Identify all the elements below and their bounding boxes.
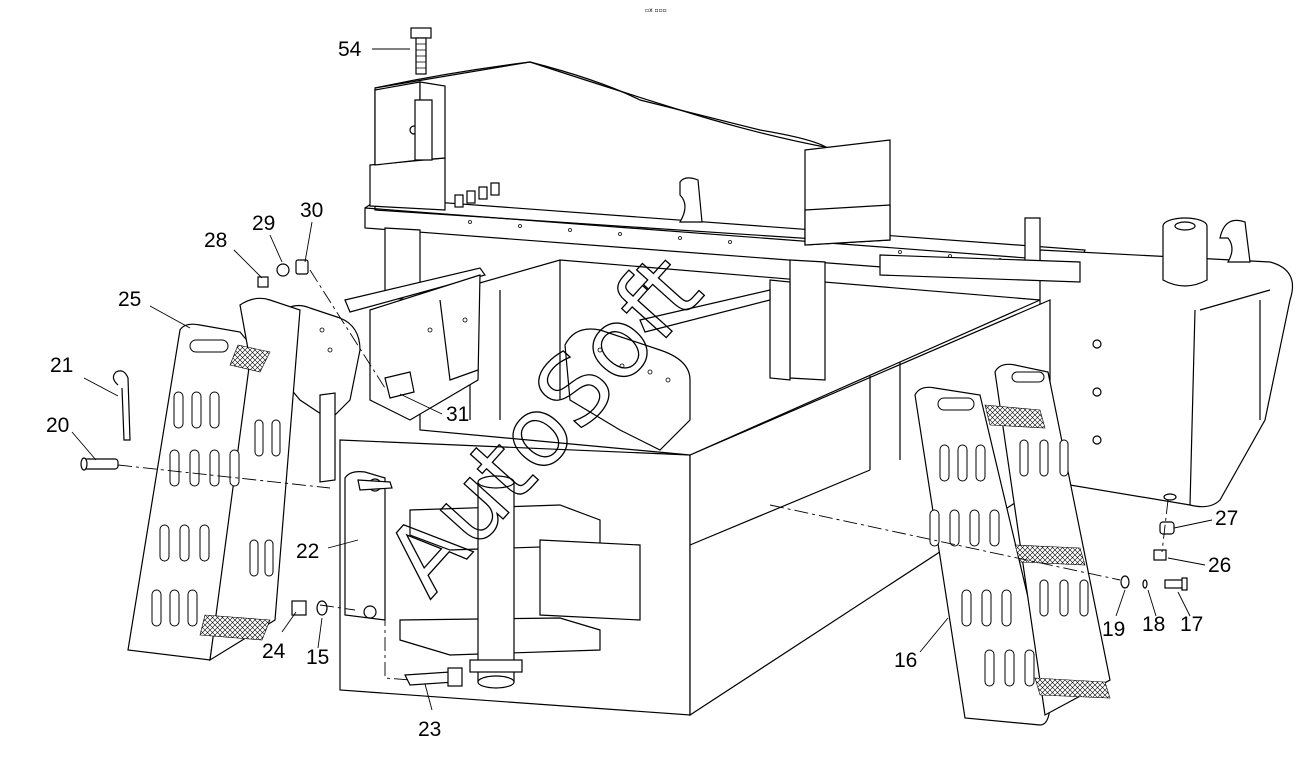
left-step	[127, 297, 336, 662]
callout-27: 27	[1215, 507, 1238, 530]
callout-31: 31	[446, 403, 469, 426]
right-clamp-block	[678, 139, 1081, 283]
callout-18: 18	[1142, 613, 1165, 636]
callout-25: 25	[118, 288, 141, 311]
leader-lines	[71, 48, 1213, 711]
left-clamp-block	[369, 61, 831, 241]
callout-21: 21	[50, 354, 73, 377]
main-frame	[339, 197, 1294, 717]
right-step	[914, 363, 1111, 726]
callout-30: 30	[300, 199, 323, 222]
fastener-set-17-19	[1120, 575, 1188, 591]
callout-24: 24	[262, 640, 286, 663]
callout-15: 15	[306, 646, 329, 669]
center-bracket	[564, 289, 771, 451]
right-step-slots	[929, 439, 1089, 687]
callout-28: 28	[204, 229, 227, 252]
center-lines	[117, 269, 1169, 681]
callout-23: 23	[418, 718, 441, 741]
callout-16: 16	[894, 649, 917, 672]
callouts: 54 30 29 28 25 21 20 31 22 24 15 23 16 1…	[46, 38, 1238, 741]
fastener-set-26-27	[1153, 493, 1177, 561]
r-clip-pin	[112, 370, 131, 441]
callout-17: 17	[1180, 613, 1203, 636]
left-bracket	[274, 267, 486, 421]
callout-20: 20	[46, 414, 69, 437]
pivot-assembly	[291, 471, 641, 689]
callout-54: 54	[338, 38, 362, 61]
header-mark: ▫x ▫▫▫	[645, 7, 667, 14]
callout-19: 19	[1102, 618, 1125, 641]
callout-29: 29	[252, 212, 275, 235]
cover-outline	[374, 61, 831, 149]
callout-26: 26	[1208, 554, 1231, 577]
bolt-54	[410, 27, 432, 75]
fastener-set-28-30	[257, 259, 309, 288]
clevis-pin	[80, 457, 119, 471]
callout-22: 22	[296, 540, 319, 563]
left-step-slots	[151, 391, 281, 627]
